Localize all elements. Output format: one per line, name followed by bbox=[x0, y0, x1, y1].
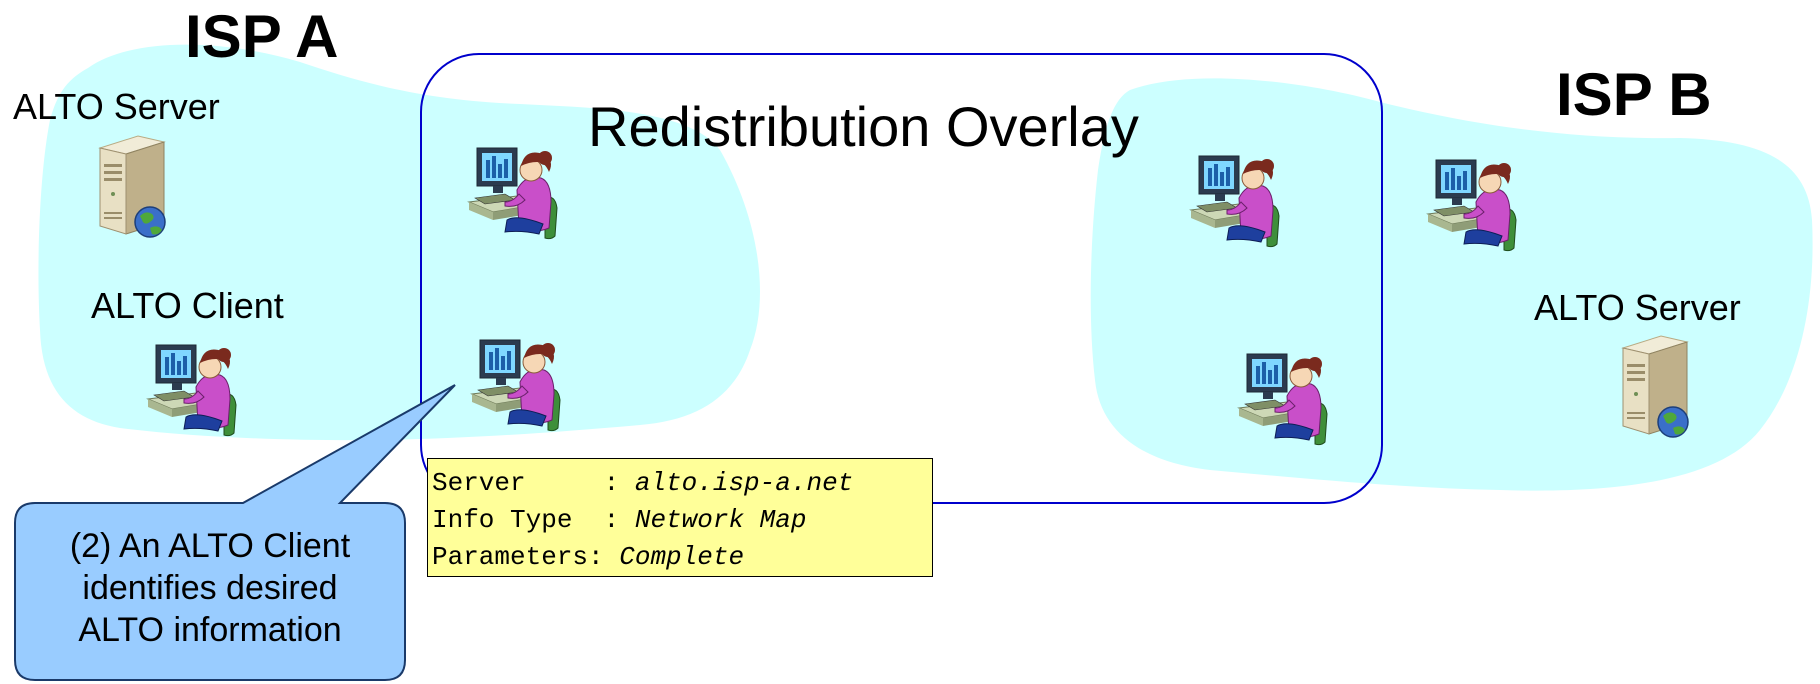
isp-a-cloud bbox=[38, 44, 761, 441]
info-key-info-type: Info Type : bbox=[432, 505, 635, 535]
isp-b-server-label: ALTO Server bbox=[1534, 287, 1741, 328]
isp-a-label: ISP A bbox=[185, 3, 339, 70]
isp-b-cloud bbox=[1090, 78, 1813, 491]
callout-text: (2) An ALTO Client identifies desired AL… bbox=[15, 525, 405, 675]
callout-line-3: ALTO information bbox=[78, 611, 342, 649]
callout-bubble bbox=[14, 384, 456, 681]
info-request-box: Server : alto.isp-a.net Info Type : Netw… bbox=[427, 458, 933, 577]
isp-a-server-label: ALTO Server bbox=[13, 86, 220, 127]
callout-line-1: (2) An ALTO Client bbox=[69, 527, 351, 565]
info-value-server: alto.isp-a.net bbox=[634, 468, 854, 498]
callout-line-2: identifies desired bbox=[82, 569, 338, 607]
isp-a-client-label: ALTO Client bbox=[91, 285, 284, 326]
isp-a-server-icon bbox=[99, 135, 166, 238]
info-key-server: Server : bbox=[432, 468, 635, 498]
overlay-title: Redistribution Overlay bbox=[588, 95, 1139, 158]
isp-b-label: ISP B bbox=[1556, 61, 1712, 128]
isp-b-server-icon bbox=[1622, 335, 1689, 438]
info-key-parameters: Parameters: bbox=[432, 542, 620, 572]
info-value-info-type: Network Map bbox=[634, 505, 807, 535]
info-value-parameters: Complete bbox=[619, 542, 745, 572]
